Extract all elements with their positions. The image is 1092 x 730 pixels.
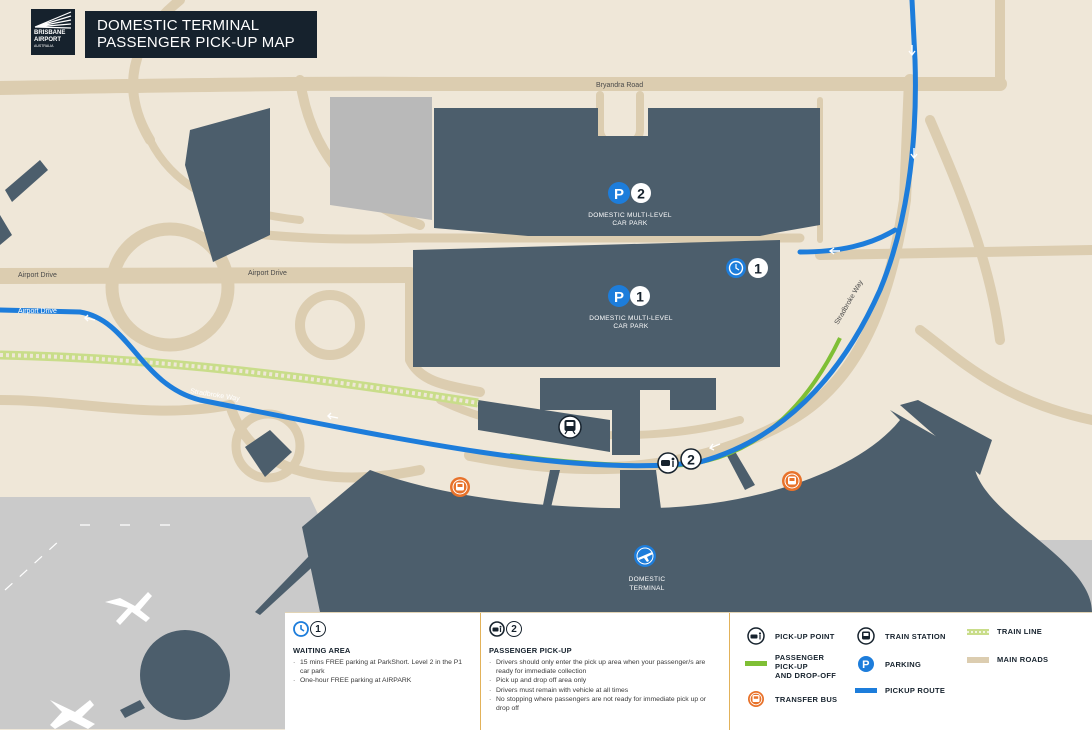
key-pickup-point: PICK-UP POINT — [745, 627, 835, 645]
key-main-roads-label: MAIN ROADS — [997, 655, 1049, 664]
train-line-dashes — [0, 353, 479, 405]
key-main-roads: MAIN ROADS — [967, 655, 1048, 664]
legend-key: PICK-UP POINT TRAIN STATION TRAIN LINE P… — [735, 613, 1092, 730]
train-line-swatch — [967, 628, 989, 635]
aircraft — [50, 592, 152, 729]
list-item: Drivers should only enter the pick up ar… — [489, 658, 719, 676]
clock-icon — [293, 621, 309, 637]
train-station-marker — [558, 415, 582, 439]
list-item: Drivers must remain with vehicle at all … — [489, 686, 719, 695]
bus-icon-2 — [782, 471, 802, 491]
terminal-label-2: TERMINAL — [629, 585, 664, 592]
pickup-point-marker: 2 — [657, 448, 702, 474]
road-label-bryandra: Bryandra Road — [596, 82, 643, 89]
pickup-route-swatch — [855, 688, 877, 693]
waiting-area-list: 15 mins FREE parking at ParkShort. Level… — [293, 658, 471, 686]
svg-text:1: 1 — [636, 289, 644, 305]
carpark-p2-label-2: CAR PARK — [612, 220, 648, 227]
transfer-bus-icon — [748, 691, 764, 707]
road-label-airport-drive-2: Airport Drive — [248, 270, 287, 277]
carpark-p1-label-2: CAR PARK — [613, 323, 649, 330]
key-passenger-pickup-label-2: PICK-UP — [775, 662, 808, 671]
terminal-plane-icon — [634, 545, 656, 567]
map-title-line1: DOMESTIC TERMINAL — [97, 17, 260, 34]
svg-text:P: P — [862, 659, 870, 671]
list-item: 15 mins FREE parking at ParkShort. Level… — [293, 658, 471, 676]
svg-text:2: 2 — [687, 452, 695, 468]
pickup-number: 2 — [506, 621, 522, 637]
key-pickup-point-label: PICK-UP POINT — [775, 631, 835, 641]
map-title-box: DOMESTIC TERMINAL PASSENGER PICK-UP MAP — [85, 11, 317, 58]
runway-marking — [4, 524, 178, 591]
surface-car-park — [330, 97, 432, 220]
pickup-title: PASSENGER PICK-UP — [489, 646, 572, 655]
key-pickup-route: PICKUP ROUTE — [855, 686, 945, 695]
pickup-list: Drivers should only enter the pick up ar… — [489, 658, 719, 713]
svg-text:P: P — [614, 289, 624, 306]
brisbane-airport-logo — [31, 9, 75, 55]
bus-icon — [450, 477, 470, 497]
main-roads-swatch — [967, 656, 989, 663]
pickup-badge: 2 — [489, 621, 522, 637]
waiting-area-marker: 1 — [726, 258, 768, 278]
list-item: One-hour FREE parking at AIRPARK — [293, 676, 471, 685]
route-arrows — [84, 45, 918, 451]
pickup-point-icon — [747, 627, 765, 645]
map-title-line2: PASSENGER PICK-UP MAP — [97, 34, 295, 51]
key-transfer-bus-label: TRANSFER BUS — [775, 694, 838, 704]
legend-panel: 1 WAITING AREA 15 mins FREE parking at P… — [285, 612, 1092, 730]
key-pickup-route-label: PICKUP ROUTE — [885, 686, 946, 695]
key-train-line: TRAIN LINE — [967, 627, 1042, 636]
pickup-route — [0, 0, 918, 469]
logo-wordmark: BRISBANE AIRPORT AUSTRALIA — [31, 30, 75, 50]
carpark-p2-label: DOMESTIC MULTI-LEVEL — [588, 212, 672, 219]
key-train-station-label: TRAIN STATION — [885, 631, 946, 641]
logo-line-brisbane: BRISBANE — [34, 30, 66, 36]
key-train-line-label: TRAIN LINE — [997, 627, 1043, 636]
pickup-zone-swatch — [745, 661, 767, 666]
key-passenger-pickup-label-1: PASSENGER — [775, 653, 825, 662]
waiting-area-title: WAITING AREA — [293, 646, 351, 655]
key-train-station: TRAIN STATION — [855, 627, 946, 645]
list-item: No stopping where passengers are not rea… — [489, 695, 719, 713]
key-parking: P PARKING — [855, 655, 921, 673]
legend-passenger-pickup: 2 PASSENGER PICK-UP Drivers should only … — [481, 613, 730, 730]
parking-icon: P — [858, 656, 874, 672]
key-passenger-pickup-label-3: AND DROP-OFF — [775, 671, 837, 680]
road-label-stradbroke-2: Stradbroke Way — [834, 279, 865, 326]
carpark-p2-marker: P 2 — [608, 182, 651, 204]
logo-line-australia: AUSTRALIA — [34, 44, 54, 48]
logo-line-airport: AIRPORT — [34, 36, 61, 43]
key-transfer-bus: TRANSFER BUS — [745, 690, 837, 708]
waiting-area-badge: 1 — [293, 621, 326, 637]
road-label-airport-drive: Airport Drive — [18, 272, 57, 279]
waiting-area-number: 1 — [310, 621, 326, 637]
key-passenger-pickup: PASSENGER PICK-UP AND DROP-OFF — [745, 653, 836, 680]
legend-waiting-area: 1 WAITING AREA 15 mins FREE parking at P… — [285, 613, 481, 730]
svg-text:2: 2 — [637, 186, 645, 202]
svg-text:1: 1 — [754, 261, 762, 277]
svg-text:P: P — [614, 186, 624, 203]
carpark-p1-label: DOMESTIC MULTI-LEVEL — [589, 315, 673, 322]
key-parking-label: PARKING — [885, 659, 922, 669]
buildings — [0, 108, 1092, 720]
train-icon — [857, 627, 875, 645]
road-label-airport-drive-3: Airport Drive — [18, 308, 57, 315]
list-item: Pick up and drop off area only — [489, 676, 719, 685]
car-person-icon — [489, 621, 505, 637]
carpark-p1-marker: P 1 — [608, 285, 650, 307]
terminal-label: DOMESTIC — [629, 576, 666, 583]
